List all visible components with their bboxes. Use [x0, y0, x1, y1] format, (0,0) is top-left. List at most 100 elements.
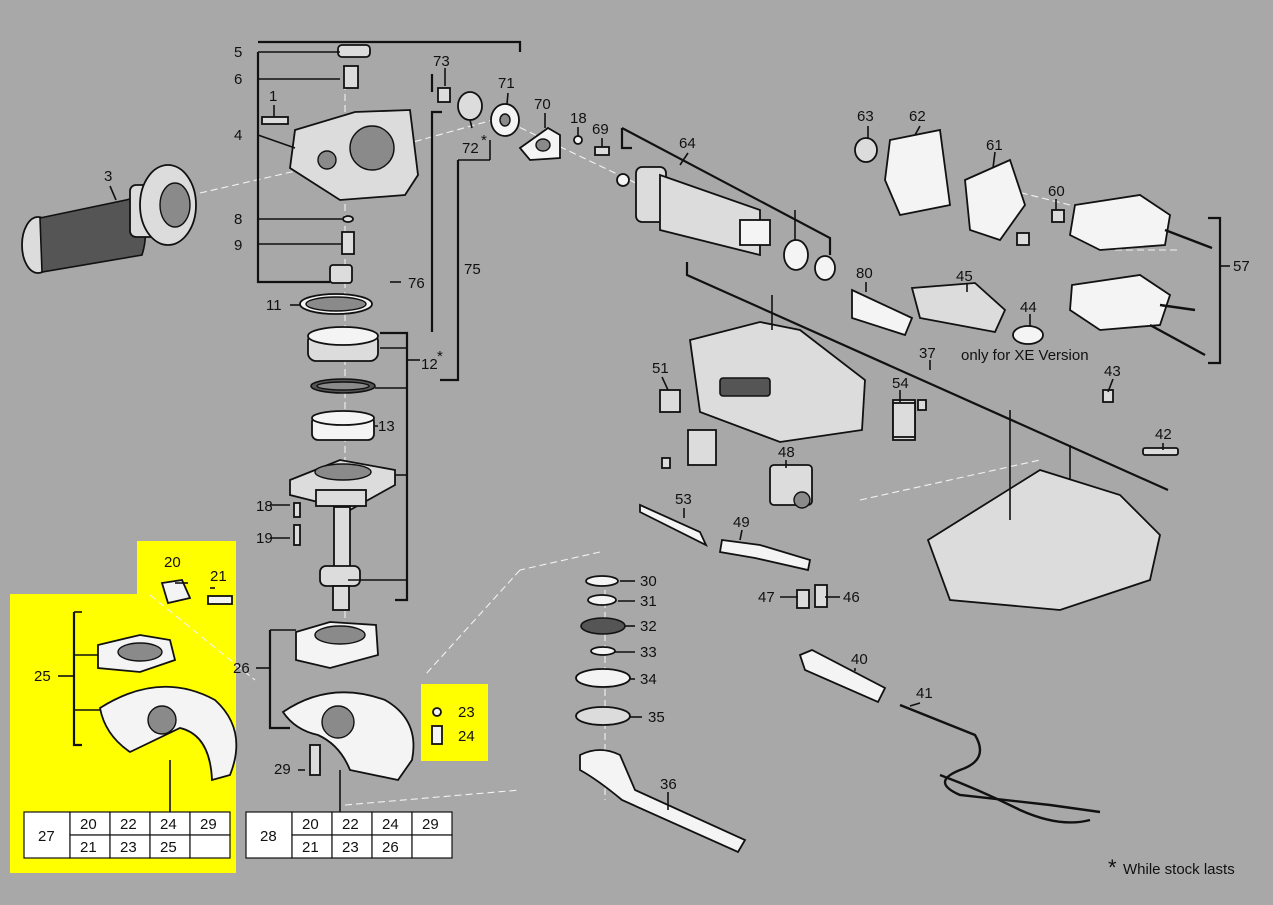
callout-13: 13 — [378, 418, 395, 435]
callout-34: 34 — [640, 671, 657, 688]
callout-73: 73 — [433, 53, 450, 70]
small-ball-and-spring — [431, 707, 443, 745]
callout-23: 23 — [458, 704, 475, 721]
kit-28-cell: 23 — [342, 839, 359, 856]
armature — [616, 166, 836, 281]
electronics-parts — [851, 282, 1179, 456]
callout-72: 72 — [462, 140, 479, 157]
kit-table-28: 28 20 22 24 29 21 23 26 — [245, 811, 453, 859]
highlight-parts-23-24 — [421, 684, 488, 761]
callout-24: 24 — [458, 728, 475, 745]
callout-40: 40 — [851, 651, 868, 668]
callout-61: 61 — [986, 137, 1003, 154]
rear-housing-parts — [854, 128, 1213, 357]
callout-37: 37 — [919, 345, 936, 362]
kit-27-cell: 20 — [80, 816, 97, 833]
flange-nuts — [575, 575, 631, 726]
side-handle — [21, 164, 197, 274]
callout-64: 64 — [679, 135, 696, 152]
callout-53: 53 — [675, 491, 692, 508]
callout-18: 18 — [256, 498, 273, 515]
kit-28-cell: 22 — [342, 816, 359, 833]
callout-labels: 5 6 1 4 3 8 9 11 76 73 71 70 72 * 18 69 … — [34, 44, 1250, 793]
kit-28-cell: 29 — [422, 816, 439, 833]
callout-44: 44 — [1020, 299, 1037, 316]
callout-72-star: * — [481, 132, 487, 149]
callout-32: 32 — [640, 618, 657, 635]
callout-80: 80 — [856, 265, 873, 282]
kit-28-cell: 20 — [302, 816, 319, 833]
callout-21: 21 — [210, 568, 227, 585]
callout-36: 36 — [660, 776, 677, 793]
spanner-wrench — [579, 749, 747, 854]
callout-69: 69 — [592, 121, 609, 138]
leader-lines — [58, 40, 1230, 812]
callout-62: 62 — [909, 108, 926, 125]
callout-11: 11 — [266, 297, 282, 314]
callout-49: 49 — [733, 514, 750, 531]
kit-28-cell: 26 — [382, 839, 399, 856]
callout-57: 57 — [1233, 258, 1250, 275]
callout-12-star: * — [437, 348, 443, 365]
callout-71: 71 — [498, 75, 515, 92]
callout-25: 25 — [34, 668, 51, 685]
kit-28-label: 28 — [260, 828, 277, 845]
callout-4: 4 — [234, 127, 242, 144]
kit-27-label: 27 — [38, 828, 55, 845]
kit-27-cell: 22 — [120, 816, 137, 833]
kit-28-cell: 24 — [382, 816, 399, 833]
callout-6: 6 — [234, 71, 242, 88]
kit-28-cell: 21 — [302, 839, 319, 856]
callout-43: 43 — [1104, 363, 1121, 380]
callout-9: 9 — [234, 237, 242, 254]
xe-version-note: only for XE Version — [961, 347, 1089, 364]
callout-29: 29 — [274, 761, 291, 778]
callout-60: 60 — [1048, 183, 1065, 200]
callout-20: 20 — [164, 554, 181, 571]
callout-1: 1 — [269, 88, 277, 105]
callout-47: 47 — [758, 589, 775, 606]
callout-26: 26 — [233, 660, 250, 677]
spindle-lock-parts — [160, 579, 233, 605]
motor-housing — [659, 321, 1161, 611]
callout-54: 54 — [892, 375, 909, 392]
spindle-assembly — [289, 326, 396, 611]
upper-small-parts — [437, 87, 610, 161]
callout-12: 12 — [421, 356, 438, 373]
callout-46: 46 — [843, 589, 860, 606]
wheel-guard-28 — [281, 621, 415, 782]
kit-27-cell: 29 — [200, 816, 217, 833]
footnote-star: * — [1108, 855, 1117, 880]
footnote-text: While stock lasts — [1123, 861, 1235, 878]
callout-8: 8 — [234, 211, 242, 228]
cable-and-sleeve — [798, 649, 1101, 824]
callout-63: 63 — [857, 108, 874, 125]
wheel-guard-27 — [97, 634, 238, 782]
switch-parts — [639, 503, 828, 609]
callout-18-top: 18 — [570, 110, 587, 127]
callout-76: 76 — [408, 275, 425, 292]
callout-31: 31 — [640, 593, 657, 610]
callout-70: 70 — [534, 96, 551, 113]
kit-27-cell: 24 — [160, 816, 177, 833]
callout-19: 19 — [256, 530, 273, 547]
callout-5: 5 — [234, 44, 242, 61]
callout-3: 3 — [104, 168, 112, 185]
callout-33: 33 — [640, 644, 657, 661]
callout-75: 75 — [464, 261, 481, 278]
kit-27-cell: 21 — [80, 839, 97, 856]
callout-35: 35 — [648, 709, 665, 726]
kit-27-cell: 23 — [120, 839, 137, 856]
gear-housing — [261, 44, 419, 315]
footnote: * While stock lasts — [1108, 855, 1235, 880]
callout-42: 42 — [1155, 426, 1172, 443]
callout-51: 51 — [652, 360, 669, 377]
kit-table-27: 27 20 22 24 29 21 23 25 — [23, 811, 231, 859]
callout-41: 41 — [916, 685, 933, 702]
callout-45: 45 — [956, 268, 973, 285]
callout-48: 48 — [778, 444, 795, 461]
kit-27-cell: 25 — [160, 839, 177, 856]
callout-30: 30 — [640, 573, 657, 590]
